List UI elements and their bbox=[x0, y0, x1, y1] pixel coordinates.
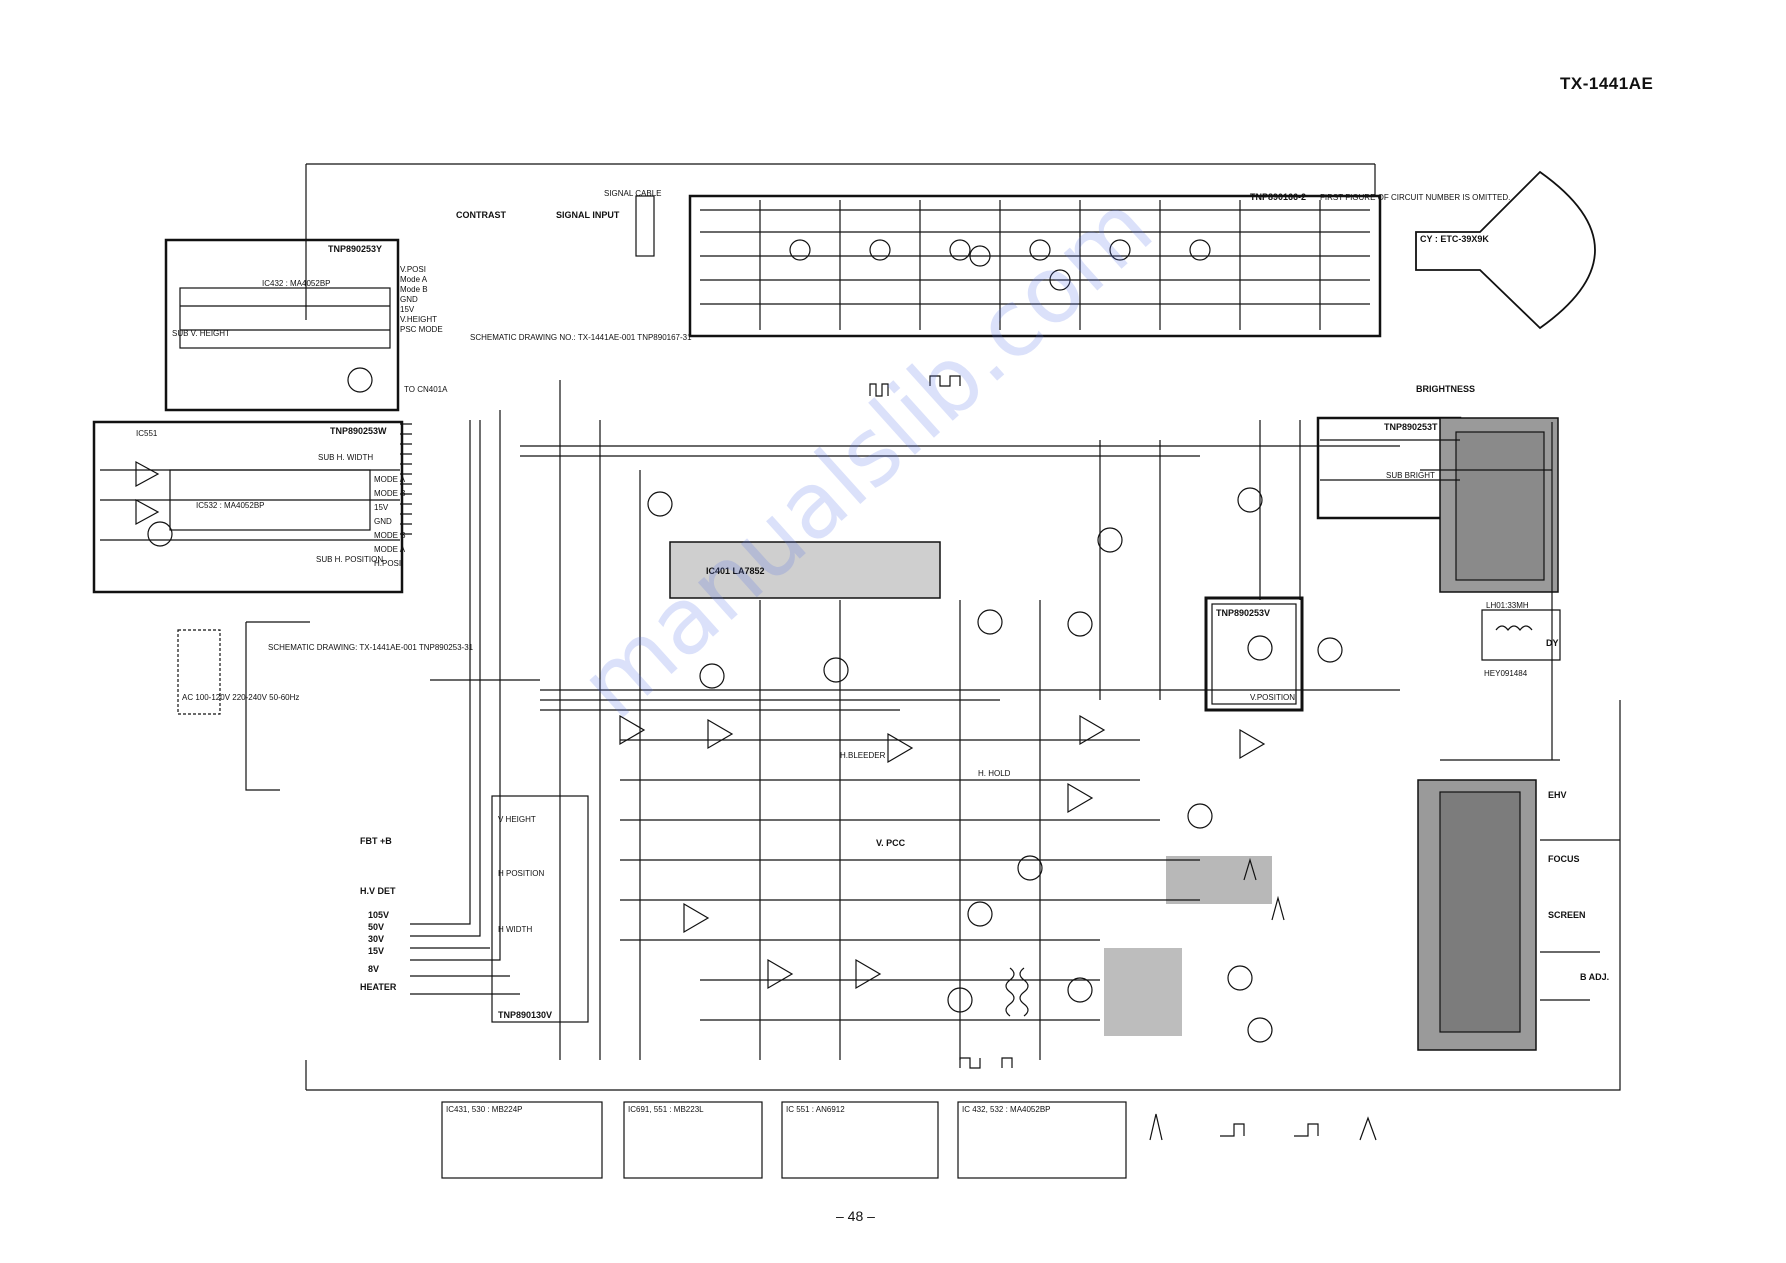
ic-legend-2: IC 551 : AN6912 bbox=[786, 1105, 845, 1114]
signal-cable-label: SIGNAL CABLE bbox=[604, 189, 662, 198]
rail-0: 105V bbox=[368, 910, 389, 920]
board-b2-sub-width: SUB H. WIDTH bbox=[318, 453, 373, 462]
board-b1-pin-6: PSC MODE bbox=[400, 325, 443, 334]
dy-label: DY bbox=[1546, 638, 1559, 648]
board-b2-frame bbox=[92, 420, 404, 594]
fbt-label: FBT +B bbox=[360, 836, 392, 846]
ic-legend-3: IC 432, 532 : MA4052BP bbox=[962, 1105, 1051, 1114]
board-b4-sub: V.POSITION bbox=[1250, 693, 1295, 702]
board-b1-pin-3: GND bbox=[400, 295, 418, 304]
board-b2-pins: MODE A MODE B 15V GND MODE B MODE A H.POSI bbox=[374, 475, 406, 568]
crt-note: FIRST FIGURE OF CIRCUIT NUMBER IS OMITTE… bbox=[1320, 193, 1510, 202]
ac-input-block bbox=[177, 629, 221, 715]
rail-4: 8V bbox=[368, 964, 379, 974]
board-b1-ic: IC432 : MA4052BP bbox=[262, 279, 330, 288]
cy-label: CY : ETC-39X9K bbox=[1420, 234, 1489, 244]
ic401-body bbox=[669, 541, 941, 599]
crt-board-frame bbox=[688, 194, 1382, 338]
board-b2-sub-pos: SUB H. POSITION bbox=[316, 555, 383, 564]
board-b5-item-2: H WIDTH bbox=[498, 925, 532, 934]
hey-label: HEY091484 bbox=[1484, 669, 1528, 678]
model-title: TX-1441AE bbox=[1560, 74, 1654, 93]
board-b2-pin-4: MODE B bbox=[374, 531, 406, 540]
transformer-coil bbox=[1005, 967, 1029, 1017]
board-b1-pin-2: Mode B bbox=[400, 285, 428, 294]
vpcc-label: V. PCC bbox=[876, 838, 906, 848]
board-b1-pin-0: V.POSI bbox=[400, 265, 426, 274]
hbleeder-label: H.BLEEDER bbox=[840, 751, 886, 760]
board-b2-ic1: IC551 bbox=[136, 429, 158, 438]
screen-label: SCREEN bbox=[1548, 910, 1586, 920]
signal-input-label: SIGNAL INPUT bbox=[556, 210, 620, 220]
b-adj-label: B ADJ. bbox=[1580, 972, 1609, 982]
board-b2-title: TNP890253W bbox=[330, 426, 387, 436]
board-b5-title: TNP890130V bbox=[498, 1010, 552, 1020]
ic-legend-0: IC431, 530 : MB224P bbox=[446, 1105, 523, 1114]
board-b4-frame bbox=[1204, 596, 1304, 712]
board-b2-pin-0: MODE A bbox=[374, 475, 406, 484]
ehv-label: EHV bbox=[1548, 790, 1567, 800]
board-b1-pin-1: Mode A bbox=[400, 275, 428, 284]
board-b2-pin-5: MODE A bbox=[374, 545, 406, 554]
board-b2-pin-1: MODE B bbox=[374, 489, 406, 498]
signal-connector bbox=[635, 195, 655, 257]
ic-legend-1: IC691, 551 : MB223L bbox=[628, 1105, 704, 1114]
board-b4-title: TNP890253V bbox=[1216, 608, 1270, 618]
board-b1-to: TO CN401A bbox=[404, 385, 448, 394]
lhv-label: LH01:33MH bbox=[1486, 601, 1529, 610]
board-b5-frame bbox=[491, 795, 589, 1023]
board-b1-title: TNP890253Y bbox=[328, 244, 382, 254]
board-b2-ic2: IC532 : MA4052BP bbox=[196, 501, 264, 510]
rail-1: 50V bbox=[368, 922, 384, 932]
board-b2-pin-6: H.POSI bbox=[374, 559, 401, 568]
contrast-label: CONTRAST bbox=[456, 210, 506, 220]
board-b1-pin-5: V.HEIGHT bbox=[400, 315, 437, 324]
board-b5-item-0: V HEIGHT bbox=[498, 815, 536, 824]
schematic-left-label: SCHEMATIC DRAWING: TX-1441AE-001 TNP8902… bbox=[268, 643, 474, 652]
board-b2-pin-2: 15V bbox=[374, 503, 389, 512]
crt-tube bbox=[1415, 170, 1596, 330]
ac-in-label: AC 100-120V 220-240V 50-60Hz bbox=[182, 693, 299, 702]
rail-2: 30V bbox=[368, 934, 384, 944]
rail-5: HEATER bbox=[360, 982, 397, 992]
focus-label: FOCUS bbox=[1548, 854, 1580, 864]
schematic-top-label: SCHEMATIC DRAWING NO.: TX-1441AE-001 TNP… bbox=[470, 333, 692, 342]
board-b5-item-1: H POSITION bbox=[498, 869, 544, 878]
board-b1-pin-4: 15V bbox=[400, 305, 415, 314]
page-number: – 48 – bbox=[836, 1208, 875, 1224]
h-hold-label: H. HOLD bbox=[978, 769, 1011, 778]
board-b3-title: TNP890253T bbox=[1384, 422, 1438, 432]
hv-det-label: H.V DET bbox=[360, 886, 396, 896]
board-b3-sub: SUB BRIGHT bbox=[1386, 471, 1435, 480]
board-b1-frame bbox=[164, 238, 400, 412]
frame-outline bbox=[305, 163, 1621, 1091]
board-b2-pin-3: GND bbox=[374, 517, 392, 526]
board-b1-sub: SUB V. HEIGHT bbox=[172, 329, 230, 338]
ic401-label: IC401 LA7852 bbox=[706, 566, 765, 576]
board-b3-frame bbox=[1316, 416, 1462, 520]
brightness-label: BRIGHTNESS bbox=[1416, 384, 1475, 394]
rail-3: 15V bbox=[368, 946, 384, 956]
crt-board-title: TNP890166-2 bbox=[1250, 192, 1306, 202]
